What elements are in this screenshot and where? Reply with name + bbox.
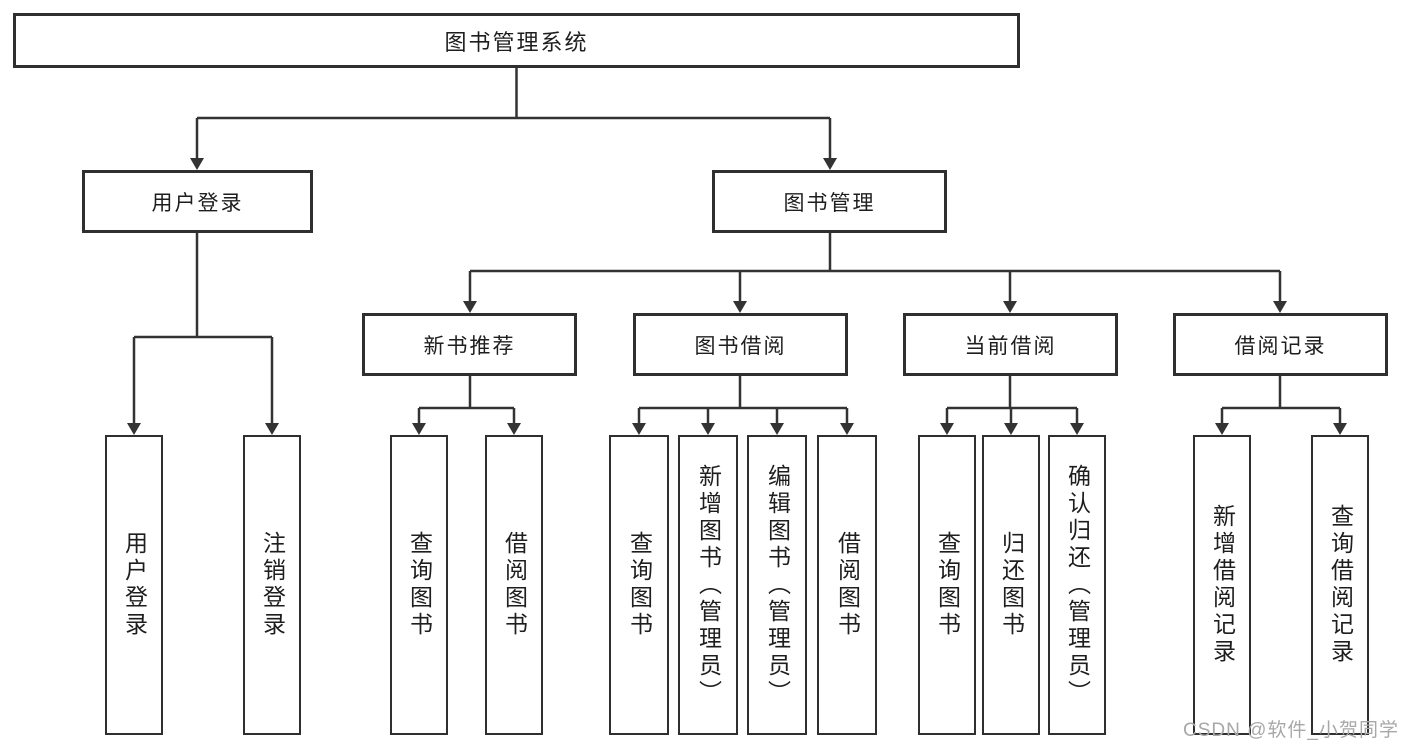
node-current-borrow: 当前借阅: [903, 313, 1118, 376]
node-label: 新书推荐: [423, 334, 516, 358]
connector-user-trunk: [134, 233, 272, 339]
node-user-login-branch: 用户登录: [82, 170, 313, 233]
node-leaf-borrow-book-1: 借阅图书: [485, 435, 543, 735]
node-leaf-edit-book-admin: 编辑图书（管理员）: [747, 435, 807, 735]
node-label: 确认归还（管理员）: [1064, 463, 1091, 707]
node-label: 新增借阅记录: [1209, 504, 1236, 666]
node-new-book-recommend: 新书推荐: [362, 313, 577, 376]
node-leaf-query-borrow-record: 查询借阅记录: [1311, 435, 1369, 735]
connector-g4-trunk: [1222, 376, 1340, 410]
node-label: 图书借阅: [694, 334, 787, 358]
node-label: 借阅图书: [834, 531, 861, 639]
node-label: 用户登录: [121, 531, 148, 639]
node-leaf-return-book: 归还图书: [982, 435, 1040, 735]
node-label: 图书管理: [783, 191, 876, 215]
node-label: 编辑图书（管理员）: [764, 463, 791, 707]
node-label: 当前借阅: [964, 334, 1057, 358]
node-leaf-query-book-1: 查询图书: [390, 435, 448, 735]
node-label: 借阅图书: [501, 531, 528, 639]
node-label: 用户登录: [151, 191, 244, 215]
node-leaf-confirm-return-admin: 确认归还（管理员）: [1048, 435, 1106, 735]
node-label: 借阅记录: [1234, 334, 1327, 358]
node-root-label: 图书管理系统: [444, 29, 589, 55]
connector-g1-trunk: [419, 376, 514, 410]
csdn-watermark: CSDN @软件_小贺同学: [1183, 720, 1399, 741]
node-label: 查询借阅记录: [1327, 504, 1354, 666]
node-root: 图书管理系统: [13, 13, 1020, 68]
node-leaf-logout: 注销登录: [243, 435, 301, 735]
node-label: 查询图书: [626, 531, 653, 639]
node-borrow-records: 借阅记录: [1173, 313, 1388, 376]
connector-g2-trunk: [639, 376, 847, 410]
node-book-management-branch: 图书管理: [712, 170, 947, 233]
node-label: 查询图书: [406, 531, 433, 639]
node-label: 归还图书: [998, 531, 1025, 639]
node-leaf-add-book-admin: 新增图书（管理员）: [678, 435, 738, 735]
connector-g3-trunk: [947, 376, 1077, 410]
node-label: 新增图书（管理员）: [695, 463, 722, 707]
node-leaf-user-login: 用户登录: [105, 435, 163, 735]
connector-book-trunk: [470, 233, 1280, 273]
node-leaf-query-book-2: 查询图书: [609, 435, 669, 735]
node-leaf-borrow-book-2: 借阅图书: [817, 435, 877, 735]
node-leaf-add-borrow-record: 新增借阅记录: [1193, 435, 1251, 735]
connector-root-trunk: [197, 68, 830, 120]
node-book-borrow: 图书借阅: [633, 313, 848, 376]
node-label: 查询图书: [934, 531, 961, 639]
node-leaf-query-book-3: 查询图书: [918, 435, 976, 735]
node-label: 注销登录: [259, 531, 286, 639]
